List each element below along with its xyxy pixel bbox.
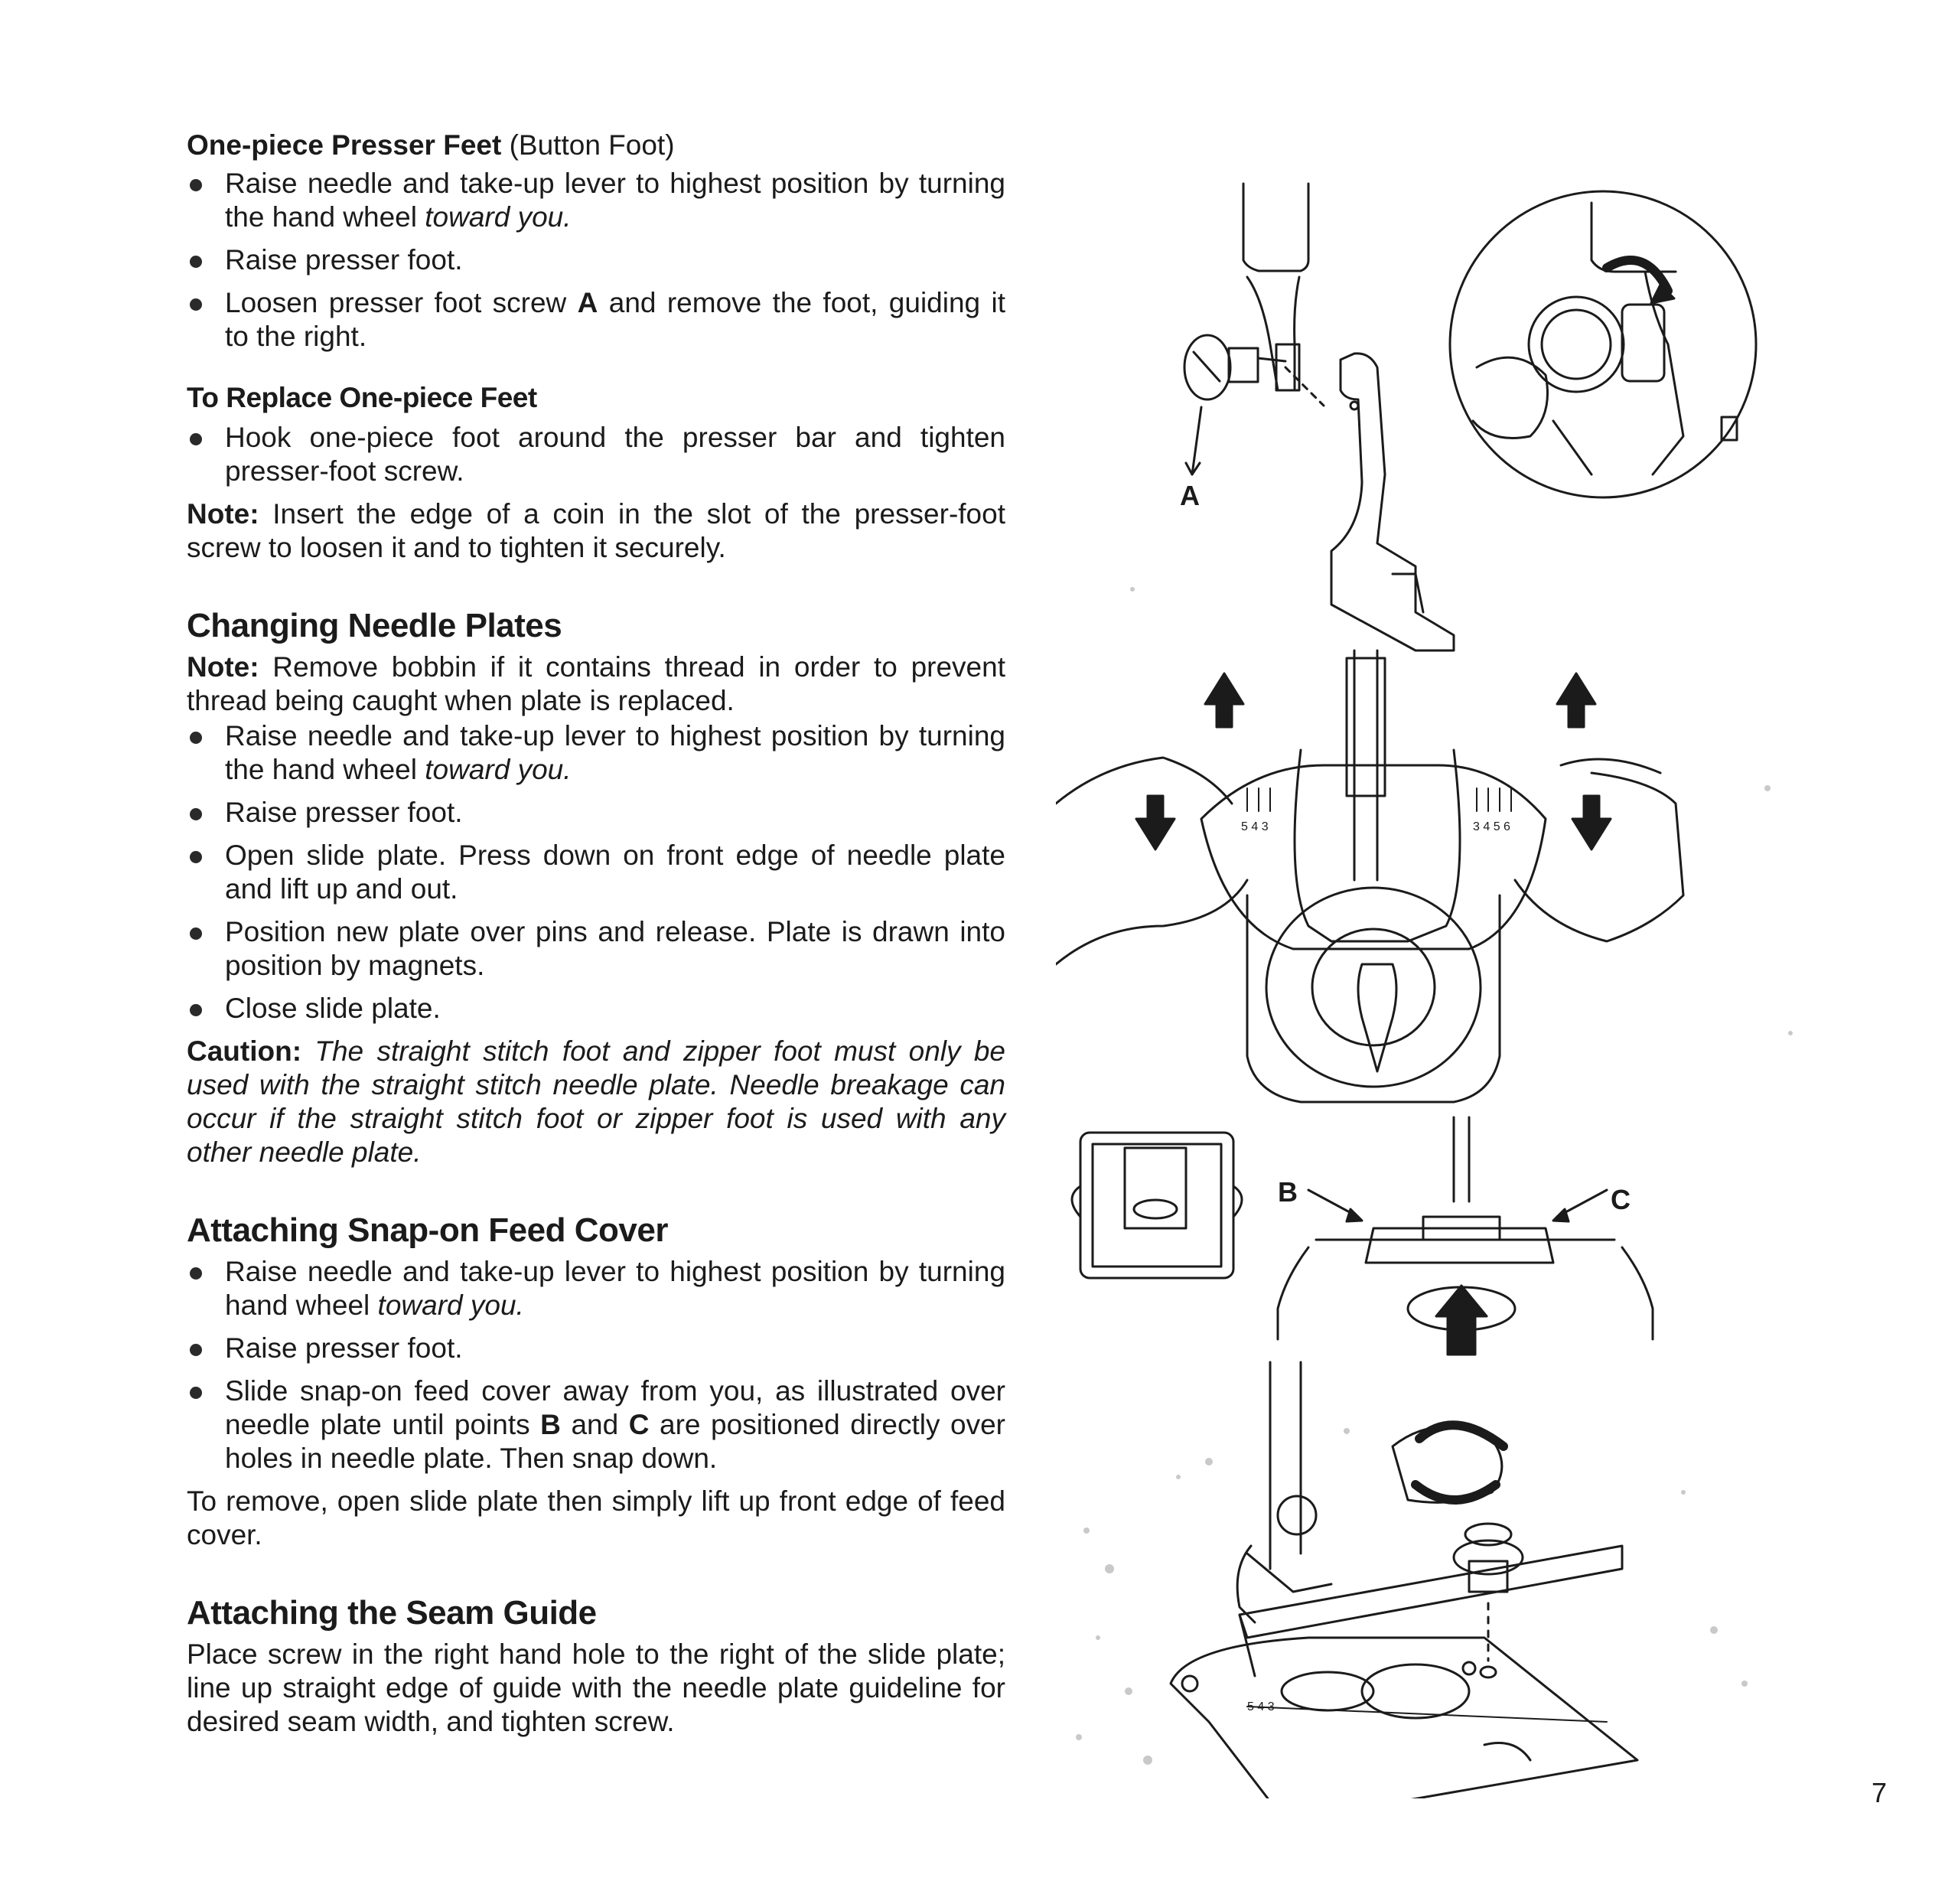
label-b: B: [1278, 1176, 1298, 1208]
section-seam-guide-title: Attaching the Seam Guide: [187, 1594, 597, 1632]
bullet-text: Raise needle and take-up lever to highes…: [225, 720, 1005, 785]
feed-cover-on-plate: [1276, 1116, 1654, 1356]
bullet-text: are positioned directly over holes in ne…: [225, 1409, 1005, 1474]
bullet-emphasis: toward you.: [377, 1289, 524, 1321]
bullet-list-replace-feet: Hook one-piece foot around the presser b…: [187, 421, 1005, 488]
bullet-emphasis: toward you.: [425, 201, 572, 233]
caution-text: The straight stitch foot and zipper foot…: [187, 1035, 1005, 1168]
bullet-bold-letter: C: [628, 1409, 650, 1440]
seam-plate-scale: 5 4 3: [1247, 1700, 1275, 1713]
section-title-rest: (Button Foot): [501, 129, 675, 161]
list-item: Raise presser foot.: [187, 796, 1005, 830]
bullet-text: Position new plate over pins and release…: [225, 916, 1005, 981]
note-text: Insert the edge of a coin in the slot of…: [187, 498, 1005, 563]
section-snap-on-feed-cover-title: Attaching Snap-on Feed Cover: [187, 1211, 668, 1249]
note-text: Remove bobbin if it contains thread in o…: [187, 651, 1005, 716]
figure-presser-foot-removal: [1183, 182, 1758, 652]
list-item: Raise presser foot.: [187, 1332, 1005, 1365]
note-label: Note:: [187, 651, 259, 683]
bullet-list-presser-feet: Raise needle and take-up lever to highes…: [187, 167, 1005, 354]
bullet-emphasis: toward you.: [425, 754, 572, 785]
presser-foot: [1330, 352, 1455, 652]
section-changing-needle-plates-title: Changing Needle Plates: [187, 607, 562, 644]
feed-cover-part: [1070, 1131, 1243, 1280]
bullet-text: Open slide plate. Press down on front ed…: [225, 840, 1005, 905]
list-item: Hook one-piece foot around the presser b…: [187, 421, 1005, 488]
list-item: Slide snap-on feed cover away from you, …: [187, 1374, 1005, 1475]
bullet-bold-letter: B: [540, 1409, 561, 1440]
list-item: Raise needle and take-up lever to highes…: [187, 167, 1005, 234]
bullet-list-feed-cover: Raise needle and take-up lever to highes…: [187, 1255, 1005, 1475]
list-item: Loosen presser foot screw A and remove t…: [187, 286, 1005, 354]
label-a: A: [1180, 480, 1200, 511]
section-replace-feet-title: To Replace One-piece Feet: [187, 382, 537, 413]
remove-paragraph: To remove, open slide plate then simply …: [187, 1485, 1005, 1550]
list-item: Close slide plate.: [187, 992, 1005, 1025]
text-column: One-piece Presser Feet (Button Foot) Rai…: [187, 129, 1005, 1746]
plate-scale-left: 5 4 3: [1241, 820, 1269, 833]
figure-seam-guide: [1169, 1361, 1639, 1798]
bullet-text: Raise needle and take-up lever to highes…: [225, 168, 1005, 233]
figure-feed-cover: [1070, 1116, 1654, 1356]
scan-speckle: [1076, 587, 1793, 1765]
bullet-text: Slide snap-on feed cover away from you, …: [225, 1375, 1005, 1440]
bullet-text: and remove the foot, guiding it to the r…: [225, 287, 1006, 352]
page-number: 7: [1871, 1777, 1887, 1808]
bullet-text: Close slide plate.: [225, 993, 441, 1024]
bullet-text: Loosen presser foot screw: [225, 287, 578, 318]
bullet-text: Raise presser foot.: [225, 1332, 463, 1364]
label-c: C: [1611, 1184, 1631, 1215]
note-paragraph: Note: Insert the edge of a coin in the s…: [187, 497, 1005, 565]
section-one-piece-presser-feet-title: One-piece Presser Feet (Button Foot): [187, 129, 1005, 162]
bullet-list-needle-plates: Raise needle and take-up lever to highes…: [187, 719, 1005, 1025]
section-title-bold: One-piece Presser Feet: [187, 129, 502, 161]
bullet-text: Raise presser foot.: [225, 244, 463, 275]
seam-guide-paragraph: Place screw in the right hand hole to th…: [187, 1638, 1005, 1737]
needle-plate: [1169, 1636, 1639, 1798]
bullet-text: Raise needle and take-up lever to highes…: [225, 1256, 1005, 1321]
plate-scale-right: 3 4 5 6: [1473, 820, 1510, 833]
illustrations: A B C 5 4 3 3 4 5 6 5 4 3: [1056, 182, 1793, 1798]
seam-guide-tool: [1238, 1522, 1624, 1679]
figure-needle-plate-removal: [1056, 649, 1685, 1104]
bullet-text: Raise presser foot.: [225, 797, 463, 828]
bullet-text: and: [560, 1409, 629, 1440]
list-item: Raise needle and take-up lever to highes…: [187, 719, 1005, 787]
list-item: Raise presser foot.: [187, 243, 1005, 277]
caution-label: Caution:: [187, 1035, 302, 1067]
list-item: Open slide plate. Press down on front ed…: [187, 839, 1005, 906]
list-item: Raise needle and take-up lever to highes…: [187, 1255, 1005, 1322]
screw-a: [1183, 334, 1287, 401]
bullet-text: Hook one-piece foot around the presser b…: [225, 422, 1005, 487]
note-label: Note:: [187, 498, 259, 530]
note-paragraph: Note: Remove bobbin if it contains threa…: [187, 650, 1005, 718]
caution-paragraph: Caution: The straight stitch foot and zi…: [187, 1035, 1005, 1169]
bullet-bold-letter: A: [577, 287, 598, 318]
magnifier-inset: [1448, 190, 1758, 499]
list-item: Position new plate over pins and release…: [187, 915, 1005, 983]
